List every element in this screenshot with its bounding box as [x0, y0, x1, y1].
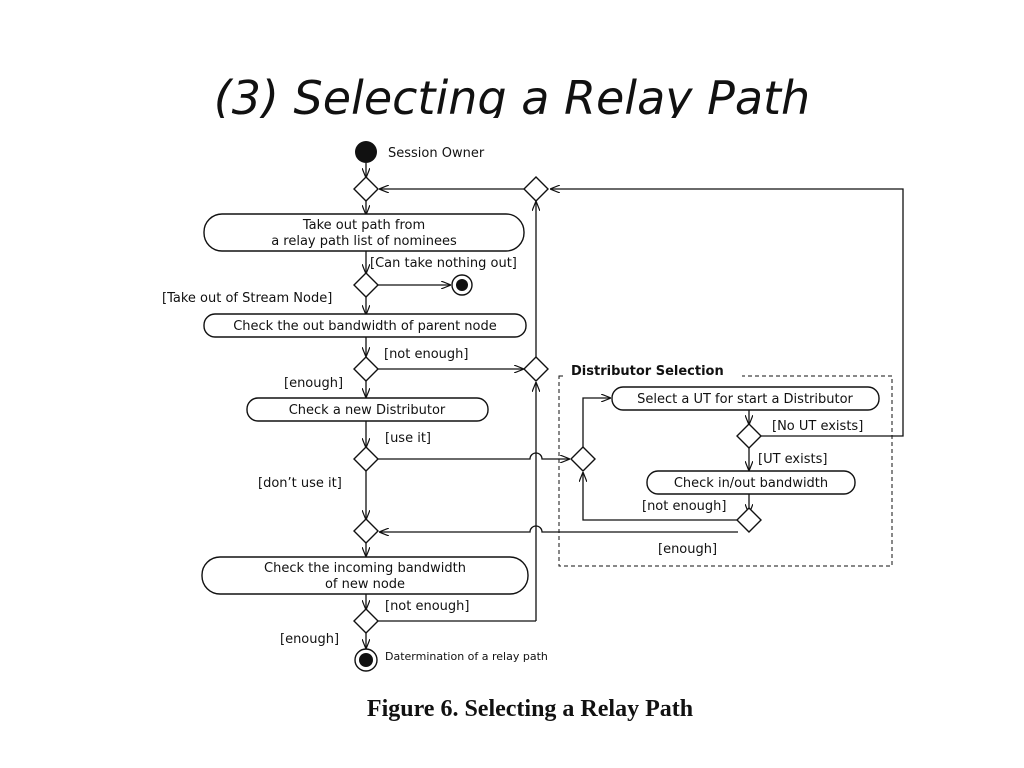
activity-check-incoming-line2: of new node — [325, 577, 405, 592]
merge-diamond-top-right — [523, 176, 549, 202]
guard-take-out-of-stream-node: [Take out of Stream Node] — [162, 291, 332, 306]
guard-no-ut-exists: [No UT exists] — [772, 419, 863, 434]
activity-take-out-path — [203, 213, 525, 252]
final-node-nothing-out — [451, 274, 473, 296]
activity-take-out-path-line2: a relay path list of nominees — [271, 234, 457, 249]
start-label: Session Owner — [388, 146, 485, 161]
distributor-selection-frame — [558, 375, 893, 567]
activity-check-inout-bandwidth — [646, 470, 856, 495]
activity-check-new-distributor-label: Check a new Distributor — [289, 403, 446, 418]
merge-diamond-incoming — [353, 518, 379, 544]
decision-take-out — [353, 272, 379, 298]
merge-diamond-top — [353, 176, 379, 202]
guard-enough-1: [enough] — [284, 376, 343, 391]
figure-caption: Figure 6. Selecting a Relay Path — [367, 696, 693, 722]
start-node — [355, 141, 377, 163]
activity-check-incoming-bandwidth — [201, 556, 529, 595]
guard-ut-exists: [UT exists] — [758, 452, 827, 467]
guard-use-it: [use it] — [385, 431, 431, 446]
guard-not-enough-2: [not enough] — [385, 599, 470, 614]
guard-not-enough-3: [not enough] — [642, 499, 727, 514]
slide-title: (3) Selecting a Relay Path — [213, 71, 811, 118]
activity-check-inout-label: Check in/out bandwidth — [674, 476, 828, 491]
activity-take-out-path-line1: Take out path from — [302, 218, 425, 233]
distributor-frame-label: Distributor Selection — [571, 364, 724, 379]
end-label: Datermination of a relay path — [385, 650, 548, 663]
decision-inout-bandwidth — [736, 507, 762, 533]
guard-not-enough-1: [not enough] — [384, 347, 469, 362]
guard-can-take-nothing-out: [Can take nothing out] — [370, 256, 517, 271]
activity-check-incoming-line1: Check the incoming bandwidth — [264, 561, 466, 576]
activity-check-out-bandwidth — [203, 313, 527, 338]
guard-dont-use-it: [don’t use it] — [258, 476, 342, 491]
decision-out-bandwidth — [353, 356, 379, 382]
final-node-relay-path — [354, 648, 378, 672]
guard-enough-3: [enough] — [658, 542, 717, 557]
guard-enough-2: [enough] — [280, 632, 339, 647]
merge-diamond-distributor — [570, 446, 596, 472]
merge-diamond-mid-right — [523, 356, 549, 382]
activity-select-ut-label: Select a UT for start a Distributor — [637, 392, 853, 407]
decision-use-distributor — [353, 446, 379, 472]
main-flow-edges — [366, 163, 904, 648]
distributor-frame-label-bg — [566, 362, 742, 380]
activity-select-ut — [611, 386, 880, 411]
decision-ut-exists — [736, 423, 762, 449]
decision-incoming-bandwidth — [353, 608, 379, 634]
activity-check-out-bandwidth-label: Check the out bandwidth of parent node — [233, 319, 497, 334]
activity-check-new-distributor — [246, 397, 489, 422]
